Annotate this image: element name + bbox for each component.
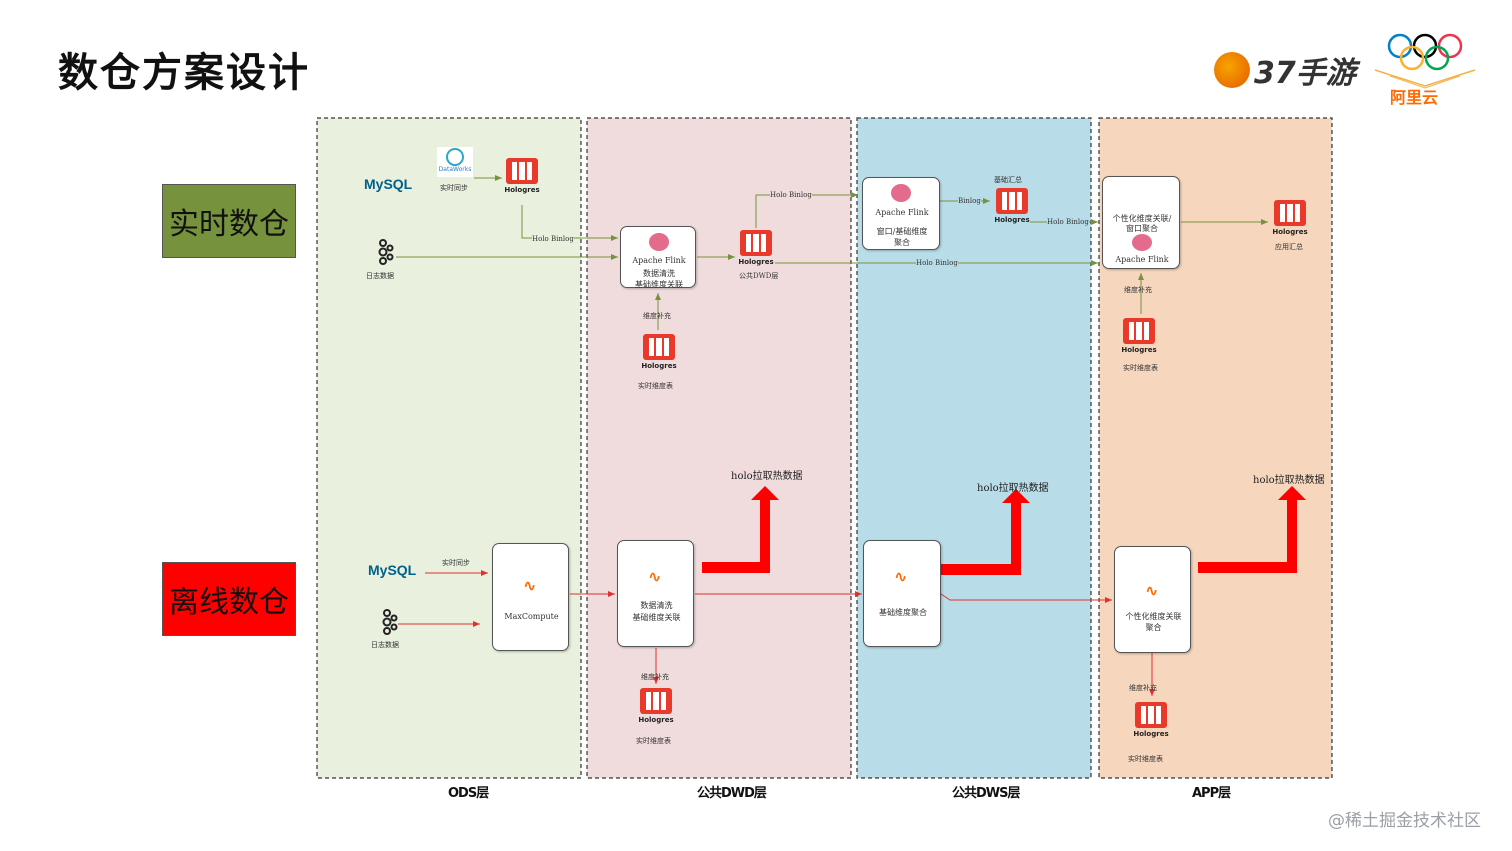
holo-binlog-label-4: Holo Binlog <box>916 259 958 267</box>
olympic-rings-icon <box>1374 33 1476 89</box>
hot-pull-label-app: holo拉取热数据 <box>1253 475 1325 486</box>
dws-flink-node: Apache Flink 窗口/基础维度 聚合 <box>862 177 940 250</box>
lane-label-app: APP层 <box>1192 786 1231 801</box>
dwd-flink-node: Apache Flink 数据清洗 基础维度关联 <box>620 226 696 289</box>
hologres-dwd-icon: Hologres <box>738 228 774 272</box>
maxcompute-icon: ∿ <box>523 576 537 595</box>
kafka-realtime-icon <box>372 238 394 274</box>
offline-dwd-dim-supplement: 维度补充 <box>641 673 669 681</box>
brand-37-text: 37手游 <box>1254 56 1356 91</box>
maxcompute-icon: ∿ <box>648 567 662 586</box>
kafka-offline-caption: 日志数据 <box>371 641 399 649</box>
flow-holo-binlog-flink <box>521 205 618 241</box>
realtime-warehouse-label: 实时数仓 <box>162 184 296 258</box>
dataworks-icon: DataWorks <box>437 147 473 177</box>
hologres-dws-icon: Hologres <box>994 186 1030 230</box>
holo-binlog-label-3: Holo Binlog <box>1047 218 1089 226</box>
flow-dwdholo-dwsflink <box>755 192 858 228</box>
dwd-dim-table-caption: 实时维度表 <box>638 382 673 390</box>
offline-app-node: ∿ 个性化维度关联 聚合 <box>1114 546 1191 653</box>
flink-icon <box>649 233 669 251</box>
kafka-realtime-caption: 日志数据 <box>366 272 394 280</box>
lane-dws <box>856 117 1092 779</box>
offline-dws-node: ∿ 基础维度聚合 <box>863 540 941 647</box>
hot-pull-label-dwd: holo拉取热数据 <box>731 471 803 482</box>
aliyun-logo: 阿里云 <box>1390 88 1439 107</box>
app-flink-node: 个性化维度关联/ 窗口聚合 Apache Flink <box>1102 176 1180 269</box>
flow-dws-app <box>940 593 1112 603</box>
offline-app-dim-supplement: 维度补充 <box>1129 684 1157 692</box>
mysql-offline-icon: MySQL <box>368 562 417 578</box>
hot-arrow-dwd <box>702 486 779 573</box>
offline-app-dim-table: 实时维度表 <box>1128 755 1163 763</box>
app-dim-table-caption: 实时维度表 <box>1123 364 1158 372</box>
flink-icon <box>891 184 911 202</box>
flink-icon <box>1132 234 1152 251</box>
maxcompute-icon: ∿ <box>894 567 908 586</box>
offline-sync-caption: 实时同步 <box>442 559 470 567</box>
lane-ods <box>316 117 582 779</box>
base-summary-label: 基础汇总 <box>994 176 1022 184</box>
hologres-offline-dwd-dim-icon: Hologres <box>638 686 674 730</box>
holo-binlog-label-2: Holo Binlog <box>770 191 812 199</box>
offline-dwd-dim-table: 实时维度表 <box>636 737 671 745</box>
hologres-dwd-dim-icon: Hologres <box>641 332 677 376</box>
offline-dwd-node: ∿ 数据清洗 基础维度关联 <box>617 540 694 647</box>
hot-arrow-dws <box>941 489 1030 575</box>
maxcompute-node: ∿ MaxCompute <box>492 543 569 651</box>
binlog-label: Binlog <box>958 197 981 205</box>
hologres-ods-icon: Hologres <box>504 156 540 200</box>
dataworks-caption: 实时同步 <box>440 184 468 192</box>
maxcompute-icon: ∿ <box>1145 581 1159 600</box>
brand-37-icon <box>1214 52 1250 88</box>
mysql-realtime-icon: MySQL <box>364 176 413 192</box>
hot-arrow-app <box>1198 486 1306 573</box>
brand-37-logo: 37手游 <box>1214 50 1356 91</box>
dwd-dim-supplement-label: 维度补充 <box>643 312 671 320</box>
hologres-offline-app-dim-icon: Hologres <box>1133 700 1169 744</box>
watermark: @稀土掘金技术社区 <box>1328 811 1481 831</box>
hologres-app-dim-icon: Hologres <box>1121 316 1157 360</box>
app-holo-caption: 应用汇总 <box>1275 243 1303 251</box>
offline-warehouse-label: 离线数仓 <box>162 562 296 636</box>
hot-pull-label-dws: holo拉取热数据 <box>977 483 1049 494</box>
dwd-holo-caption: 公共DWD层 <box>739 272 779 280</box>
page-title: 数仓方案设计 <box>58 50 310 96</box>
kafka-offline-icon <box>376 608 398 644</box>
app-dim-supplement-label: 维度补充 <box>1124 286 1152 294</box>
lane-label-ods: ODS层 <box>448 786 489 801</box>
lane-label-dwd: 公共DWD层 <box>697 786 767 801</box>
lane-dwd <box>586 117 852 779</box>
holo-binlog-label-1: Holo Binlog <box>532 235 574 243</box>
hologres-app-icon: Hologres <box>1272 198 1308 242</box>
lane-label-dws: 公共DWS层 <box>952 786 1020 801</box>
